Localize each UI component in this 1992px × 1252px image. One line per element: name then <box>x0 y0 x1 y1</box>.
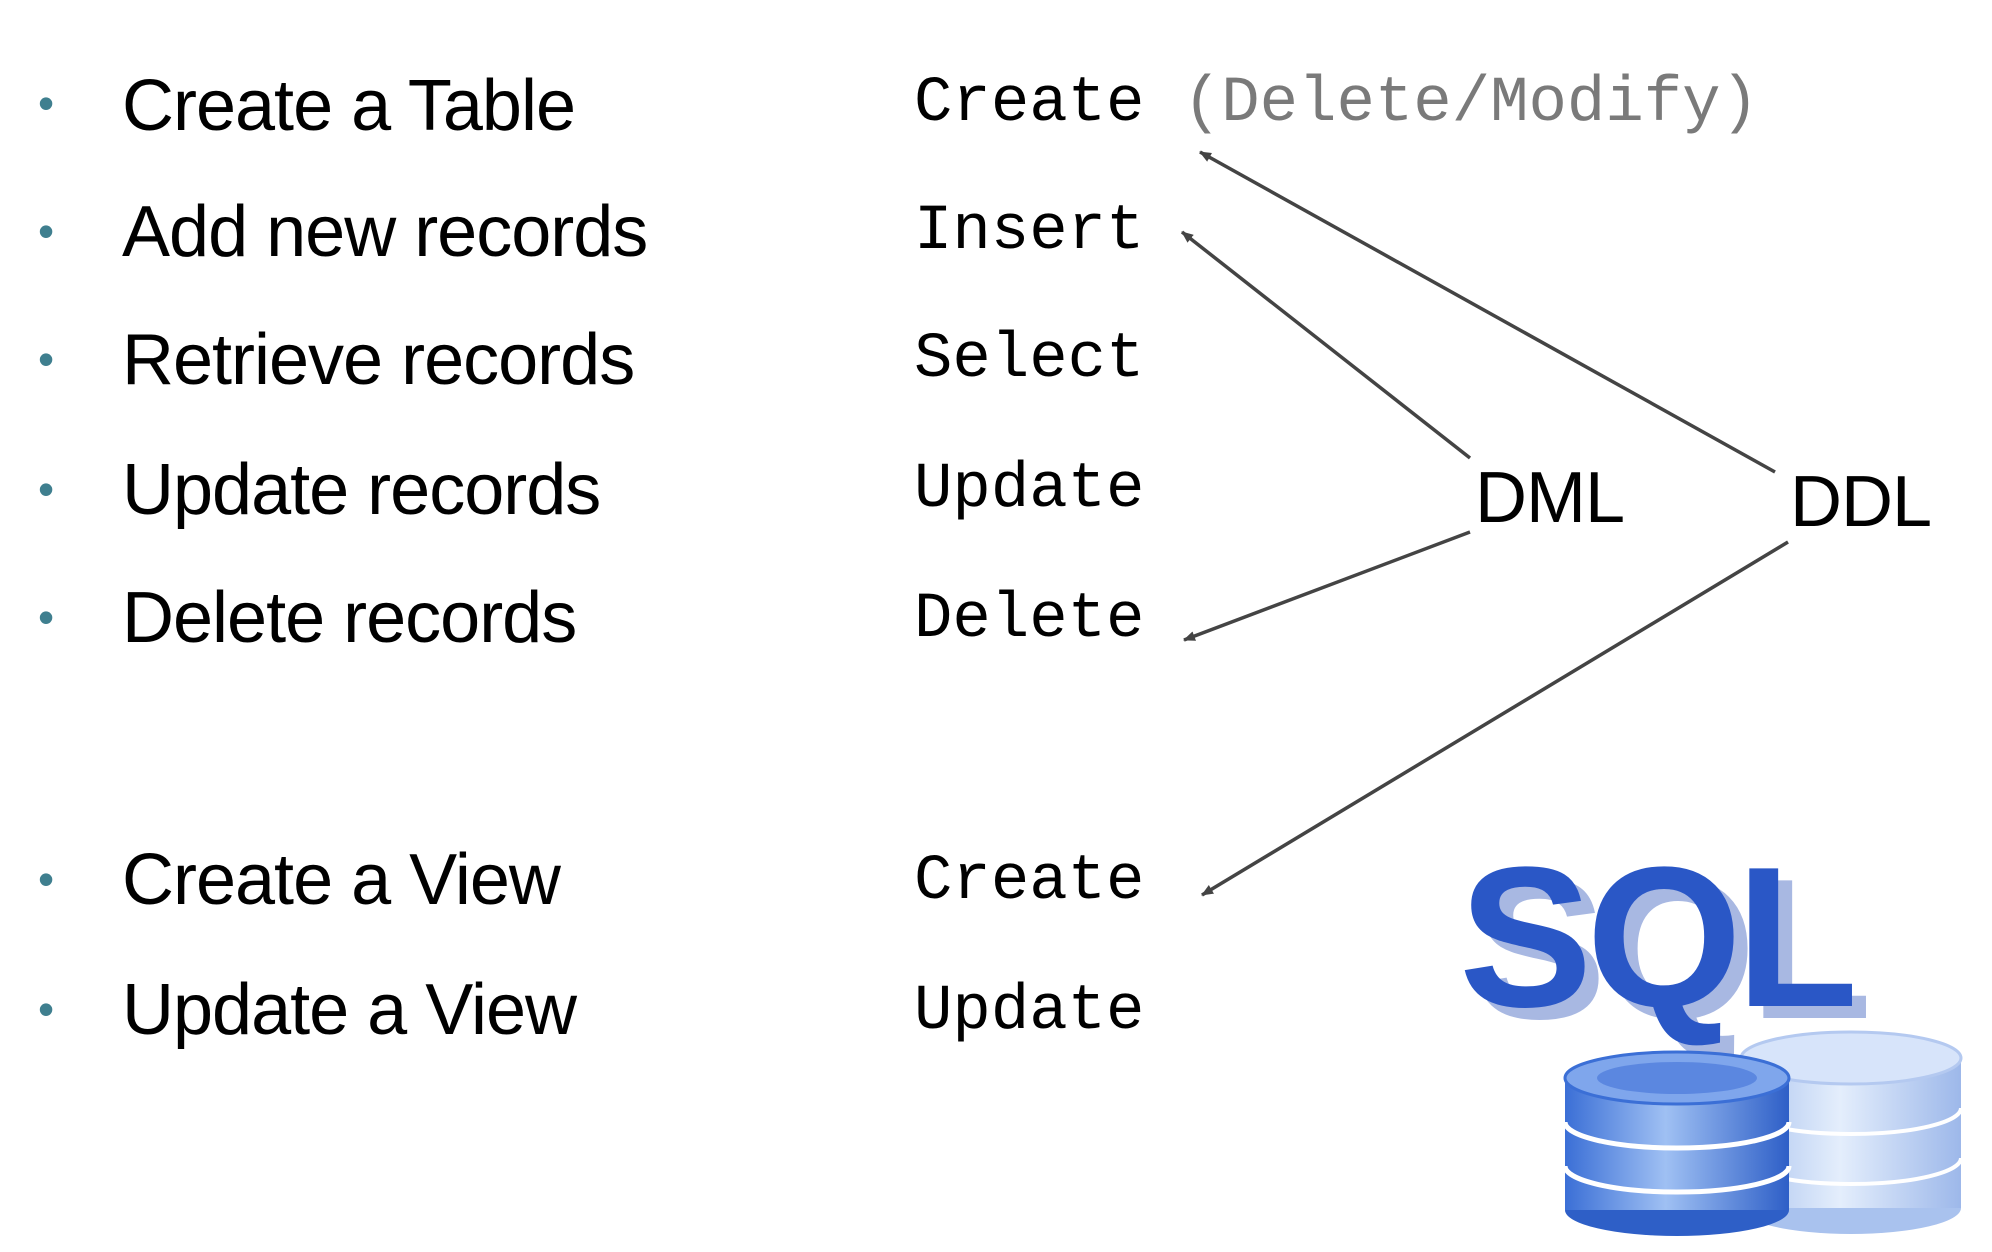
bullet-4: • <box>38 463 55 515</box>
sql-wordmark: SQL SQL <box>1459 840 1873 1061</box>
bullet-2: • <box>38 205 55 257</box>
task-delete-records: Delete records <box>122 578 577 658</box>
task-update-view: Update a View <box>122 970 577 1050</box>
cmd-create-note: (Delete/Modify) <box>1182 68 1759 140</box>
arrow-ddl-to-create-view <box>1201 540 1789 897</box>
cmd-update: Update <box>914 458 1144 522</box>
cmd-update-label: Update <box>914 454 1145 526</box>
task-create-table: Create a Table <box>122 66 576 146</box>
cmd-create-table: Create (Delete/Modify) <box>914 72 1759 136</box>
cmd-select-label: Select <box>914 324 1145 396</box>
cmd-create-view-label: Create <box>914 846 1145 918</box>
bullet-3: • <box>38 333 55 385</box>
arrow-dml-to-insert <box>1180 230 1472 460</box>
cmd-insert-label: Insert <box>914 196 1145 268</box>
label-ddl: DDL <box>1790 462 1932 542</box>
cmd-create-label: Create <box>914 68 1145 140</box>
sql-logo: SQL SQL <box>1459 840 1963 1236</box>
bullet-1: • <box>38 77 55 129</box>
bullet-6: • <box>38 853 55 905</box>
bullet-5: • <box>38 591 55 643</box>
task-add-records: Add new records <box>122 192 648 272</box>
label-dml: DML <box>1475 458 1625 538</box>
svg-text:SQL: SQL <box>1459 840 1853 1049</box>
cmd-select: Select <box>914 328 1144 392</box>
cmd-insert: Insert <box>914 200 1144 264</box>
task-create-view: Create a View <box>122 840 561 920</box>
arrow-dml-to-delete <box>1183 530 1471 642</box>
arrow-ddl-to-create <box>1199 150 1776 474</box>
task-retrieve-records: Retrieve records <box>122 320 635 400</box>
bullet-7: • <box>38 983 55 1035</box>
cmd-delete: Delete <box>914 588 1144 652</box>
cmd-delete-label: Delete <box>914 584 1145 656</box>
cmd-update-view: Update <box>914 980 1144 1044</box>
cmd-create-view: Create <box>914 850 1144 914</box>
task-update-records: Update records <box>122 450 601 530</box>
cmd-update-view-label: Update <box>914 976 1145 1048</box>
svg-text:SQL: SQL <box>1473 840 1867 1061</box>
database-cylinder-front-icon <box>1562 1050 1792 1236</box>
